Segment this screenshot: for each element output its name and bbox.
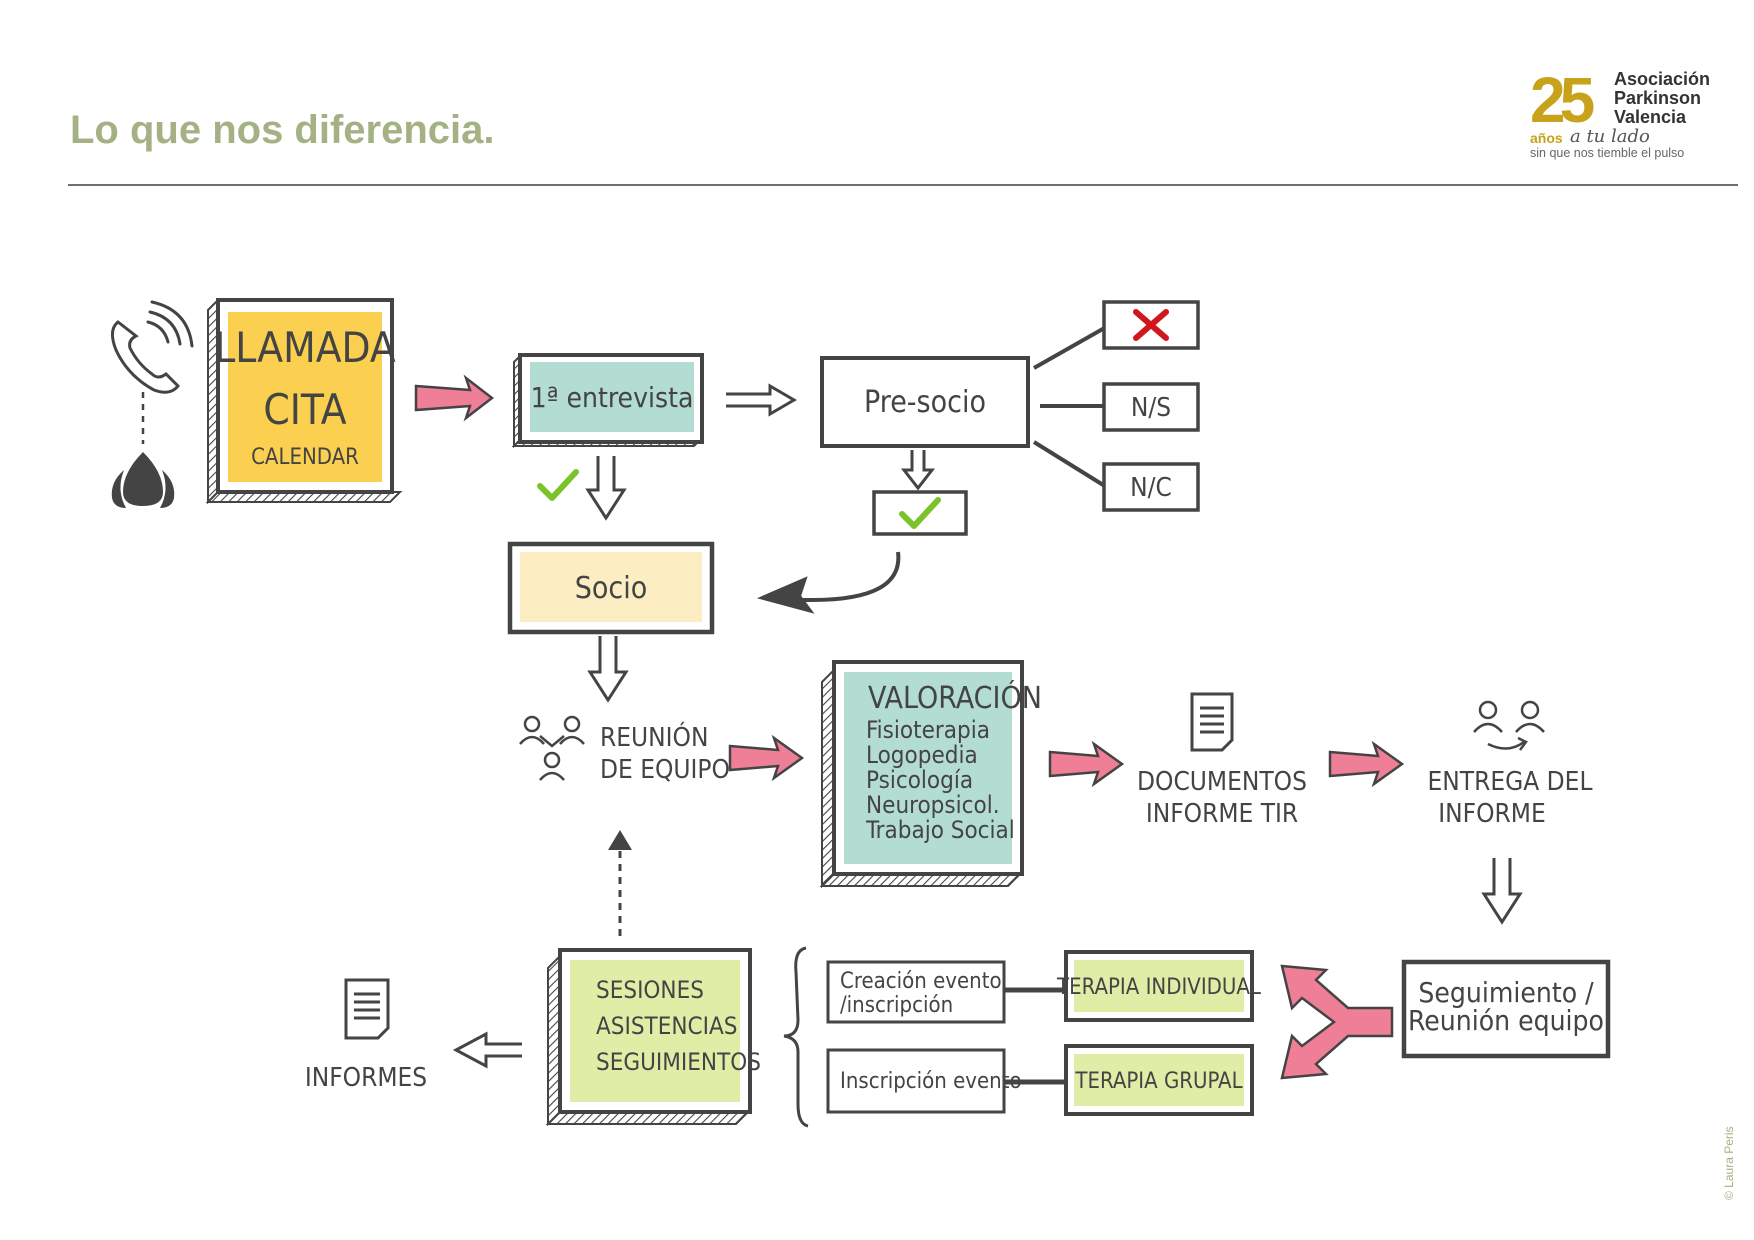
presocio-box: Pre-socio — [820, 356, 1030, 448]
llamada-line2: CITA — [263, 385, 346, 434]
seguimiento-line2: Reunión equipo — [1408, 1004, 1604, 1037]
team-icon — [519, 715, 585, 781]
entrevista-label: 1ª entrevista — [531, 381, 694, 414]
cross-icon — [1133, 309, 1169, 341]
sesiones-box: SESIONES ASISTENCIAS SEGUIMIENTOS — [545, 948, 761, 1127]
terapia-grupal-fill — [1074, 1054, 1244, 1106]
cross-stroke-2 — [1133, 309, 1169, 341]
valoracion-item: Logopedia — [866, 741, 978, 769]
valoracion-item: Fisioterapia — [866, 716, 990, 744]
presocio-label: Pre-socio — [864, 385, 986, 420]
logo-lado: a tu lado — [1570, 126, 1650, 147]
branch-line-x — [1033, 324, 1109, 370]
arrow-valoracion-documentos — [1048, 740, 1125, 788]
logo-tagline: sin que nos tiemble el pulso — [1530, 146, 1685, 160]
documentos-line2: INFORME TIR — [1146, 799, 1298, 829]
arrow-documentos-entrega — [1328, 740, 1405, 788]
check-icon — [537, 469, 579, 501]
arrow-presocio-socio-curve — [790, 551, 901, 602]
grouping-brace — [783, 946, 809, 1128]
valoracion-box: VALORACIÓN Fisioterapia Logopedia Psicol… — [819, 660, 1042, 889]
page-title: Lo que nos diferencia. — [70, 108, 495, 152]
llamada-fill — [228, 312, 382, 482]
seguimiento-line1: Seguimiento / — [1418, 976, 1594, 1009]
reunion-line2: DE EQUIPO — [600, 755, 730, 785]
terapia-individual-fill — [1074, 960, 1244, 1012]
terapia-grupal-label: TERAPIA GRUPAL — [1074, 1069, 1242, 1094]
valoracion-title: VALORACIÓN — [868, 679, 1042, 716]
entrega-line1: ENTREGA DEL — [1428, 767, 1593, 797]
arrow-entrevista-presocio — [726, 383, 797, 417]
informes-label: INFORMES — [305, 1063, 427, 1093]
inscripcion-label: Inscripción evento — [840, 1069, 1022, 1094]
arrow-reunion-valoracion — [728, 734, 805, 782]
terapia-individual-label: TERAPIA INDIVIDUAL — [1056, 975, 1261, 1000]
arrow-entrega-seguimiento — [1481, 858, 1523, 925]
document-icon — [344, 978, 390, 1040]
check-icon — [899, 497, 941, 529]
logo-anos: años — [1530, 130, 1563, 146]
handover-icon — [1473, 700, 1545, 751]
arrow-llamada-entrevista — [414, 374, 495, 422]
entrega-line2: INFORME — [1438, 799, 1545, 829]
valoracion-item: Neuropsicol. — [866, 791, 1000, 819]
valoracion-fill — [844, 672, 1012, 864]
llamada-line3: CALENDAR — [251, 445, 359, 470]
logo-name-line3: Valencia — [1614, 107, 1687, 127]
nc-label: N/C — [1130, 473, 1172, 503]
entrevista-fill — [530, 362, 694, 432]
sesiones-line1: SESIONES — [596, 976, 704, 1004]
arrow-sesiones-informes — [452, 1031, 522, 1069]
valoracion-item: Psicología — [866, 766, 973, 794]
arrow-seguimiento-terapias — [1280, 964, 1394, 1080]
creacion-line2: /inscripción — [840, 993, 953, 1018]
sesiones-line2: ASISTENCIAS — [596, 1012, 737, 1040]
nc-box: N/C — [1102, 462, 1200, 512]
branch-line-nc — [1032, 440, 1110, 490]
valoracion-item: Trabajo Social — [865, 816, 1015, 844]
ns-label: N/S — [1131, 393, 1171, 423]
association-logo: 25 Asociación Parkinson Valencia años a … — [1530, 64, 1730, 160]
parkinson-drop-icon — [111, 452, 175, 508]
entrevista-box: 1ª entrevista — [511, 353, 704, 449]
socio-box: Socio — [507, 541, 715, 635]
socio-label: Socio — [575, 571, 648, 606]
seguimiento-box: Seguimiento / Reunión equipo — [1401, 959, 1611, 1059]
logo-name-line1: Asociación — [1614, 69, 1711, 89]
header-divider — [68, 184, 1738, 186]
approved-box — [872, 490, 968, 536]
logo-name-line2: Parkinson — [1614, 88, 1702, 108]
logo-name: Asociación Parkinson Valencia — [1614, 70, 1710, 127]
terapia-individual-box: TERAPIA INDIVIDUAL — [1056, 950, 1261, 1022]
arrow-presocio-check — [900, 450, 936, 491]
arrow-socio-reunion — [587, 636, 629, 703]
arrow-presocio-socio-head — [756, 576, 815, 614]
document-icon — [1190, 692, 1234, 752]
llamada-cita-box: LLAMADA CITA CALENDAR — [205, 297, 403, 505]
terapia-grupal-box: TERAPIA GRUPAL — [1064, 1044, 1254, 1116]
reunion-line1: REUNIÓN — [600, 721, 708, 753]
documentos-line1: DOCUMENTOS — [1137, 767, 1307, 797]
logo-number: 25 — [1530, 64, 1595, 136]
inscripcion-evento-box: Inscripción evento — [826, 1048, 1022, 1114]
phone-icon — [111, 300, 194, 394]
llamada-line1: LLAMADA — [214, 323, 396, 372]
arrow-sesiones-reunion-head — [608, 830, 632, 850]
creacion-line1: Creación evento — [840, 969, 1002, 994]
sesiones-line3: SEGUIMIENTOS — [596, 1048, 761, 1076]
ns-box: N/S — [1102, 382, 1200, 432]
arrow-entrevista-socio — [585, 456, 627, 521]
rejected-box — [1102, 300, 1200, 350]
creacion-evento-box: Creación evento /inscripción — [826, 960, 1006, 1024]
socio-fill — [520, 552, 702, 622]
sesiones-fill — [570, 960, 740, 1102]
